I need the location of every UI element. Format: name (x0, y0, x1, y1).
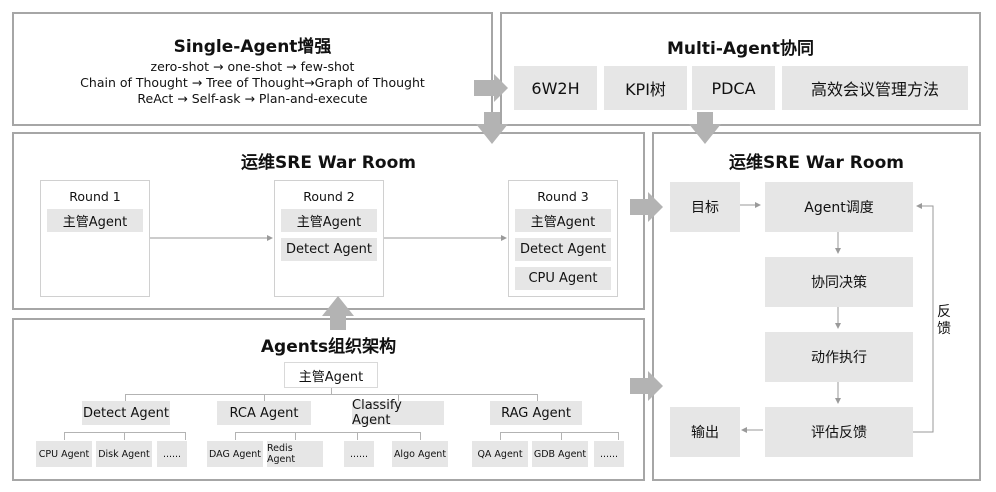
org-connector (125, 394, 126, 402)
org-connector (420, 432, 421, 440)
org-rag-more: ...... (594, 441, 624, 467)
round-3-label: Round 3 (537, 189, 589, 204)
org-gdb-agent: GDB Agent (532, 441, 588, 467)
org-connector (500, 432, 501, 440)
org-qa-agent: QA Agent (472, 441, 528, 467)
flow-evaluation-feedback: 评估反馈 (765, 407, 913, 457)
round-3-cpu-agent: CPU Agent (515, 267, 611, 290)
round-2-supervisor-agent: 主管Agent (281, 209, 377, 232)
method-meeting-management: 高效会议管理方法 (782, 66, 968, 110)
round-1-supervisor-agent: 主管Agent (47, 209, 143, 232)
multi-agent-title: Multi-Agent协同 (667, 39, 814, 59)
org-root-supervisor-agent: 主管Agent (284, 362, 378, 388)
flow-collaborative-decision: 协同决策 (765, 257, 913, 307)
flow-goal: 目标 (670, 182, 740, 232)
reasoning-line: Chain of Thought → Tree of Thought→Graph… (80, 75, 425, 90)
single-agent-title: Single-Agent增强 (173, 37, 332, 57)
org-disk-agent: Disk Agent (96, 441, 152, 467)
prompting-line: zero-shot → one-shot → few-shot (150, 59, 355, 74)
org-connector (124, 432, 125, 440)
multi-agent-panel: Multi-Agent协同 6W2H KPI树 PDCA 高效会议管理方法 (500, 12, 981, 126)
war-room-rounds-panel: 运维SRE War Room Round 1 主管Agent Round 2 主… (12, 132, 645, 310)
method-kpi-tree: KPI树 (604, 66, 687, 110)
method-pdca: PDCA (692, 66, 775, 110)
org-detect-more: ...... (157, 441, 187, 467)
org-connector (561, 432, 562, 440)
org-connector (64, 432, 65, 440)
org-connector (618, 432, 619, 440)
org-connector (357, 432, 358, 440)
org-connector (537, 394, 538, 402)
round-2-detect-agent: Detect Agent (281, 238, 377, 261)
org-connector (398, 394, 399, 402)
org-connector (235, 432, 357, 433)
round-2-label: Round 2 (303, 189, 355, 204)
org-cpu-agent: CPU Agent (36, 441, 92, 467)
round-1: Round 1 主管Agent (40, 180, 150, 297)
flow-action-execution: 动作执行 (765, 332, 913, 382)
org-rca-agent: RCA Agent (217, 401, 311, 425)
planning-line: ReAct → Self-ask → Plan-and-execute (137, 91, 368, 106)
flow-output: 输出 (670, 407, 740, 457)
org-connector (185, 432, 186, 440)
flow-agent-dispatch: Agent调度 (765, 182, 913, 232)
org-title: Agents组织架构 (260, 337, 397, 357)
org-rag-agent: RAG Agent (490, 401, 582, 425)
method-6w2h: 6W2H (514, 66, 597, 110)
org-connector (331, 388, 332, 394)
org-dag-agent: DAG Agent (207, 441, 263, 467)
org-connector (235, 432, 236, 440)
round-3: Round 3 主管Agent Detect Agent CPU Agent (508, 180, 618, 297)
round-2: Round 2 主管Agent Detect Agent (274, 180, 384, 297)
round-1-label: Round 1 (69, 189, 121, 204)
org-structure-panel: Agents组织架构 主管Agent Detect Agent RCA Agen… (12, 318, 645, 481)
org-connector (295, 432, 296, 440)
org-classify-agent: Classify Agent (352, 398, 444, 428)
round-3-supervisor-agent: 主管Agent (515, 209, 611, 232)
org-redis-agent: Redis Agent (267, 441, 323, 467)
round-3-detect-agent: Detect Agent (515, 238, 611, 261)
org-detect-agent: Detect Agent (82, 401, 170, 425)
war-room-flow-panel: 运维SRE War Room 目标 Agent调度 协同决策 动作执行 评估反馈… (652, 132, 981, 481)
single-agent-panel: Single-Agent增强 zero-shot → one-shot → fe… (12, 12, 493, 126)
war-room-right-title: 运维SRE War Room (729, 153, 904, 173)
org-connector (357, 432, 420, 433)
feedback-label: 反馈 (937, 304, 951, 337)
war-room-left-title: 运维SRE War Room (241, 153, 416, 173)
org-connector (264, 394, 265, 402)
org-rca-more: ...... (344, 441, 374, 467)
org-algo-agent: Algo Agent (392, 441, 448, 467)
org-connector (64, 432, 186, 433)
org-connector (125, 394, 537, 395)
org-connector (500, 432, 618, 433)
